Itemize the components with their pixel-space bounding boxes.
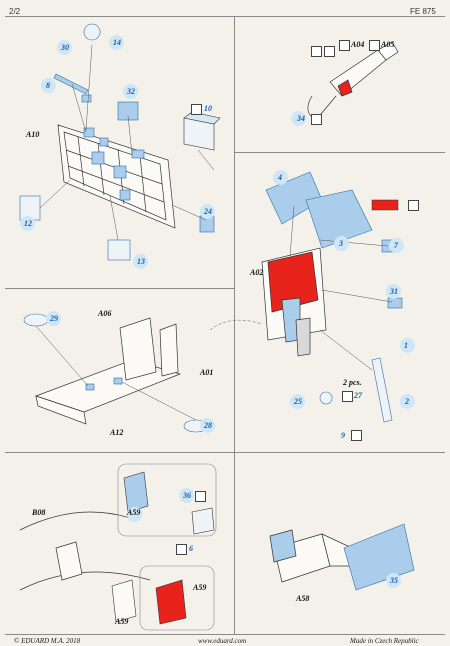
- leader-lines-panel1: [39, 44, 215, 241]
- part-number-31: 31: [390, 287, 398, 296]
- part-number-25: 25: [294, 397, 302, 406]
- check-box-27: [342, 391, 353, 402]
- part-number-3: 3: [339, 239, 343, 248]
- divider-bottom: [5, 452, 445, 453]
- part-label-a04: A04: [351, 40, 365, 49]
- part-number-27: 27: [354, 391, 362, 400]
- part-number-7: 7: [394, 241, 398, 250]
- part-number-28: 28: [204, 421, 212, 430]
- check-box-10: [191, 104, 202, 115]
- page-number: 2/2: [9, 7, 21, 16]
- part-number-36: 36: [183, 491, 191, 500]
- check-box-6: [176, 544, 187, 555]
- fuselage-b08: [19, 511, 151, 591]
- product-code: FE 875: [410, 7, 436, 16]
- paint-swatch-red: [371, 199, 399, 211]
- part-number-29: 29: [50, 314, 58, 323]
- paint-swatch-grey: [408, 200, 419, 211]
- floor-a12: [34, 317, 182, 425]
- part-a02: [261, 247, 327, 357]
- part-number-34: 34: [297, 114, 305, 123]
- part-number-2: 2: [405, 397, 409, 406]
- part-a04: [307, 41, 399, 121]
- part-label-a59-top: A59: [127, 508, 141, 517]
- part-label-a58: A58: [296, 594, 310, 603]
- part-number-6: 6: [189, 544, 193, 553]
- leader-lines-panel3: [209, 205, 393, 371]
- part-number-13: 13: [137, 257, 145, 266]
- website-link[interactable]: www.eduard.com: [198, 637, 247, 645]
- quantity-note: 2 pcs.: [343, 378, 362, 387]
- part-number-10: 10: [204, 104, 212, 113]
- divider-left-1: [5, 288, 234, 289]
- part-label-b08: B08: [32, 508, 46, 517]
- check-box-a04-left: [311, 46, 322, 57]
- part-a58: [269, 529, 355, 583]
- part-number-12: 12: [24, 219, 32, 228]
- part-label-a05: A05: [381, 40, 395, 49]
- divider-footer: [5, 634, 445, 635]
- etch-sheet-35: [343, 523, 415, 591]
- divider-top: [5, 16, 445, 17]
- part-number-30: 30: [61, 43, 69, 52]
- country-of-origin: Made in Czech Republic: [350, 637, 419, 645]
- etch-parts-a10: [19, 23, 215, 261]
- check-box-34: [311, 114, 322, 125]
- check-box-a05: [369, 40, 380, 51]
- part-number-35: 35: [390, 576, 398, 585]
- part-number-4: 4: [278, 173, 282, 182]
- part-number-32: 32: [127, 87, 135, 96]
- part-label-a59-right: A59: [193, 583, 207, 592]
- part-label-a59-bottom: A59: [115, 617, 129, 626]
- part-label-a10: A10: [26, 130, 40, 139]
- part-number-24: 24: [204, 207, 212, 216]
- part-number-14: 14: [113, 38, 121, 47]
- divider-right-1: [234, 152, 445, 153]
- part-number-1: 1: [404, 341, 408, 350]
- check-box-9: [351, 430, 362, 441]
- part-label-a06: A06: [98, 309, 112, 318]
- parts-a59: [111, 463, 217, 631]
- etch-sheet-4: [265, 171, 373, 249]
- part-label-a01: A01: [200, 368, 214, 377]
- part-number-9: 9: [341, 431, 345, 440]
- part-box-10: [183, 111, 221, 151]
- divider-vertical: [234, 16, 235, 634]
- part-label-a12: A12: [110, 428, 124, 437]
- copyright: © EDUARD M.A. 2018: [14, 637, 81, 645]
- check-box-a04-left-2: [324, 46, 335, 57]
- check-box-a04: [339, 40, 350, 51]
- part-number-8: 8: [46, 81, 50, 90]
- check-box-36: [195, 491, 206, 502]
- part-label-a02: A02: [250, 268, 264, 277]
